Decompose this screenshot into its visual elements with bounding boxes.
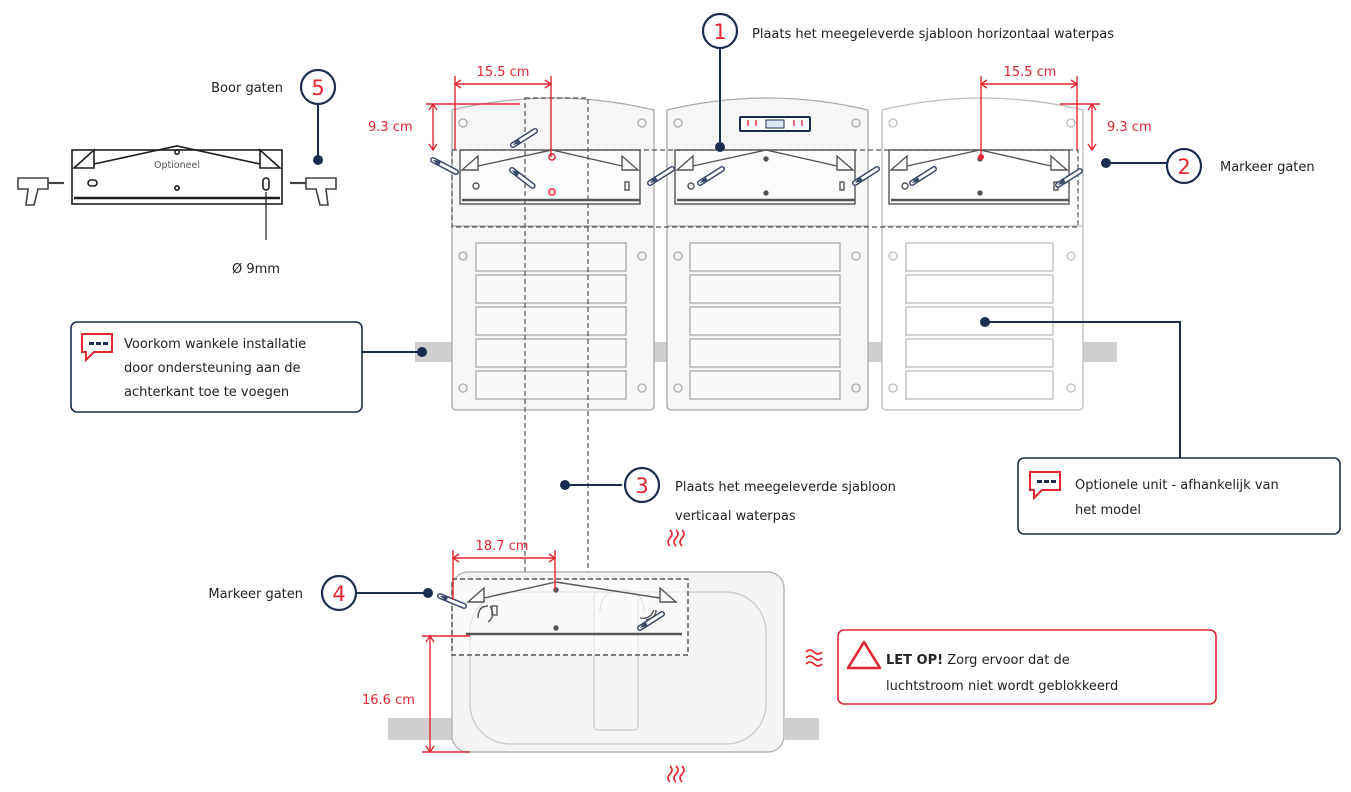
wall-bracket [71,145,283,205]
warning-line1-rest: Zorg ervoor dat de [943,653,1070,668]
level-icon [739,116,811,132]
support-note-line3: achterkant toe te voegen [124,385,289,400]
dimension-bottom [422,550,557,754]
drill-icon [17,177,64,206]
dimension-top-right [979,76,1100,157]
bracket-hole-diameter: Ø 9mm [232,262,280,277]
airflow-icon [667,765,685,783]
dimension-top-left [426,76,553,157]
step-4-number: 4 [332,582,345,606]
warning-strong: LET OP! [886,653,943,668]
marked-hole [548,153,556,161]
step-2-badge [1165,147,1203,185]
step-3-line2: verticaal waterpas [675,509,796,524]
step-1-number: 1 [713,20,726,44]
drill-icon [290,177,337,206]
warning-line1: LET OP! Zorg ervoor dat de [886,653,1070,668]
step-4-label: Markeer gaten [208,587,303,602]
chat-note-icon [81,333,113,363]
optional-unit-note-line2: het model [1075,503,1141,518]
support-note-box [70,321,363,413]
dim-bottom-height: 16.6 cm [362,693,415,708]
unit-right-optional [881,97,1084,411]
warning-triangle-icon [846,640,882,670]
step-2-label: Markeer gaten [1220,160,1315,175]
warning-box [837,629,1217,705]
marked-hole [548,188,556,196]
bracket-top-middle [674,149,856,205]
support-bar-bottom-right [785,718,819,740]
step-1-label: Plaats het meegeleverde sjabloon horizon… [752,27,1114,42]
optional-unit-note-box [1017,457,1341,535]
support-bar-bottom-left [388,718,454,740]
warning-line2: luchtstroom niet wordt geblokkeerd [886,679,1118,694]
support-note-line2: door ondersteuning aan de [124,361,301,376]
support-note-line1: Voorkom wankele installatie [124,337,306,352]
optional-unit-note-line1: Optionele unit - afhankelijk van [1075,478,1279,493]
step-2-number: 2 [1177,155,1190,179]
unit-middle [666,97,869,411]
step-3-number: 3 [635,474,648,498]
step-5-label: Boor gaten [211,81,283,96]
step-3-badge [623,466,661,504]
airflow-icon [805,649,823,667]
unit-left [451,97,655,411]
step-5-number: 5 [311,76,324,100]
support-bar-right [1075,342,1117,362]
bracket-bottom [451,578,689,656]
bracket-optional-label: Optioneel [154,160,200,171]
airflow-icon [667,529,685,547]
horizontal-template [451,149,1079,228]
chat-note-icon [1029,471,1061,501]
dim-top-left-height: 9.3 cm [368,120,413,135]
dim-top-left-width: 15.5 cm [477,65,530,80]
dim-top-right-height: 9.3 cm [1107,120,1152,135]
support-bar-left [415,342,455,362]
dim-top-right-width: 15.5 cm [1004,65,1057,80]
dim-bottom-width: 18.7 cm [476,539,529,554]
step-3-line1: Plaats het meegeleverde sjabloon [675,480,896,495]
